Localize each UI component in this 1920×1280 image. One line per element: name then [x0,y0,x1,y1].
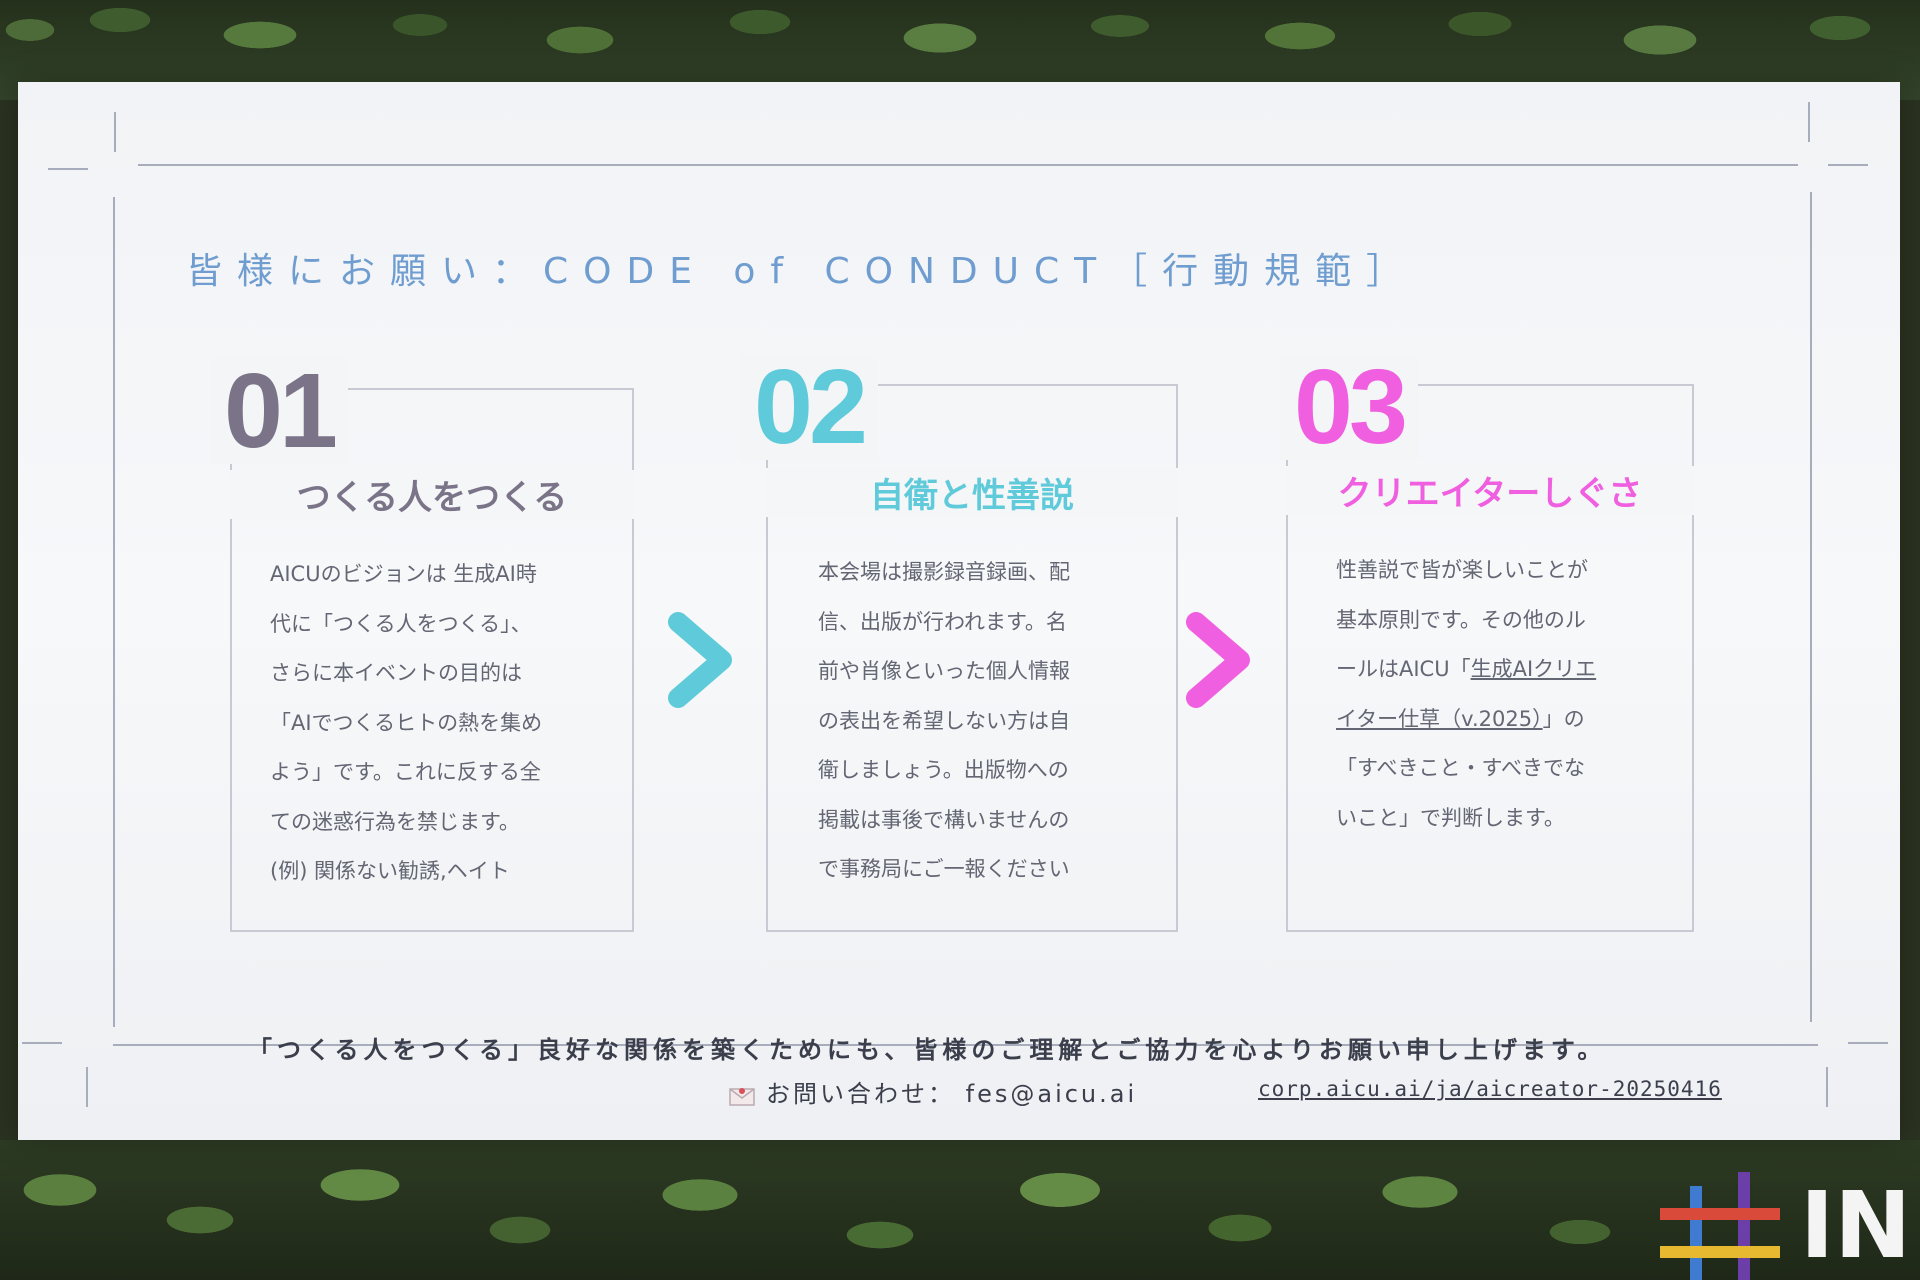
corner-mark [1828,164,1868,166]
card-02-line: 衛しましょう。出版物への [818,758,1069,782]
card-02-line: で事務局にご一報ください [818,857,1070,881]
card-01-line: AICUのビジョンは 生成AI時 [270,562,537,586]
mail-icon [729,1088,755,1106]
corner-mark [48,168,88,170]
corp-url-link[interactable]: corp.aicu.ai/ja/aicreator-20250416 [1258,1077,1722,1101]
corner-mark [1848,1042,1888,1044]
corner-mark [1826,1067,1828,1107]
sign-text: IN [1800,1172,1912,1279]
card-03-line: いこと」で判断します。 [1336,805,1565,830]
card-02-body: 本会場は撮影録音録画、配 信、出版が行われます。名 前や肖像といった個人情報 の… [818,548,1070,895]
guideline-link[interactable]: イター仕草（v.2025） [1336,706,1543,731]
card-03-heading: クリエイターしぐさ [1286,466,1694,515]
venue-sign: IN [1650,1168,1920,1280]
card-03-line: 性善説で皆が楽しいことが [1336,558,1588,582]
card-03-line-with-link: ールはAICU「生成AIクリエ [1336,645,1596,695]
corner-mark [114,112,116,152]
projection-screen: 皆様にお願い：CODE of CONDUCT［行動規範］ 01 つくる人をつくる… [18,82,1900,1140]
card-02-line: の表出を希望しない方は自 [818,708,1070,733]
card-01-line: ての迷惑行為を禁じます。 [270,809,520,834]
card-01-body: AICUのビジョンは 生成AI時 代に「つくる人をつくる」、 さらに本イベントの… [270,550,542,897]
card-03-number: 03 [1280,354,1418,460]
card-03-frame [1286,384,1694,932]
card-03-line: 「すべきこと・すべきでな [1336,756,1586,780]
card-01-line: (例) 関係ない勧誘,ヘイト [270,859,510,883]
arrow-right-icon [668,612,732,708]
card-02-line: 前や肖像といった個人情報 [818,659,1070,683]
card-01-line: よう」です。これに反する全 [270,760,541,784]
link-suffix: 」の [1542,706,1585,731]
corner-mark [1808,102,1810,142]
card-03-line-with-link: イター仕草（v.2025）」の [1336,695,1596,745]
card-01-number: 01 [210,358,348,464]
arrow-right-icon [1186,612,1250,708]
card-02-number: 02 [740,354,878,460]
corner-mark [22,1042,62,1044]
frame-line-right [1810,192,1812,1022]
card-02-line: 掲載は事後で構いませんの [818,807,1070,832]
card-03-line: 基本原則です。その他のル [1336,607,1586,632]
card-01-frame [230,388,634,932]
frame-line-bottom [113,1044,1818,1046]
slide-title: 皆様にお願い：CODE of CONDUCT［行動規範］ [186,251,1418,292]
frame-line-left [113,197,115,1027]
card-02-frame [766,384,1178,932]
link-prefix: ールはAICU「 [1336,657,1471,681]
foliage-bottom [0,1140,1920,1280]
frame-line-top [138,164,1798,166]
contact-email[interactable]: fes@aicu.ai [965,1080,1138,1108]
card-01-heading: つくる人をつくる [230,470,634,519]
card-02-line: 本会場は撮影録音録画、配 [818,560,1070,584]
contact-label: お問い合わせ： [766,1080,955,1108]
contact-line: お問い合わせ： fes@aicu.ai [728,1074,1137,1109]
card-02-heading: 自衛と性善説 [766,468,1178,517]
footer-message: 「つくる人をつくる」良好な関係を築くためにも、皆様のご理解とご協力を心よりお願い… [248,1036,1607,1064]
guideline-link[interactable]: 生成AIクリエ [1470,657,1597,681]
card-02-line: 信、出版が行われます。名 [818,609,1067,634]
card-01-line: 代に「つくる人をつくる」、 [270,611,532,636]
corner-mark [86,1067,88,1107]
card-01-line: さらに本イベントの目的は [270,661,522,685]
card-01-line: 「AIでつくるヒトの熱を集め [270,710,543,735]
card-03-body: 性善説で皆が楽しいことが 基本原則です。その他のル ールはAICU「生成AIクリ… [1336,546,1596,843]
